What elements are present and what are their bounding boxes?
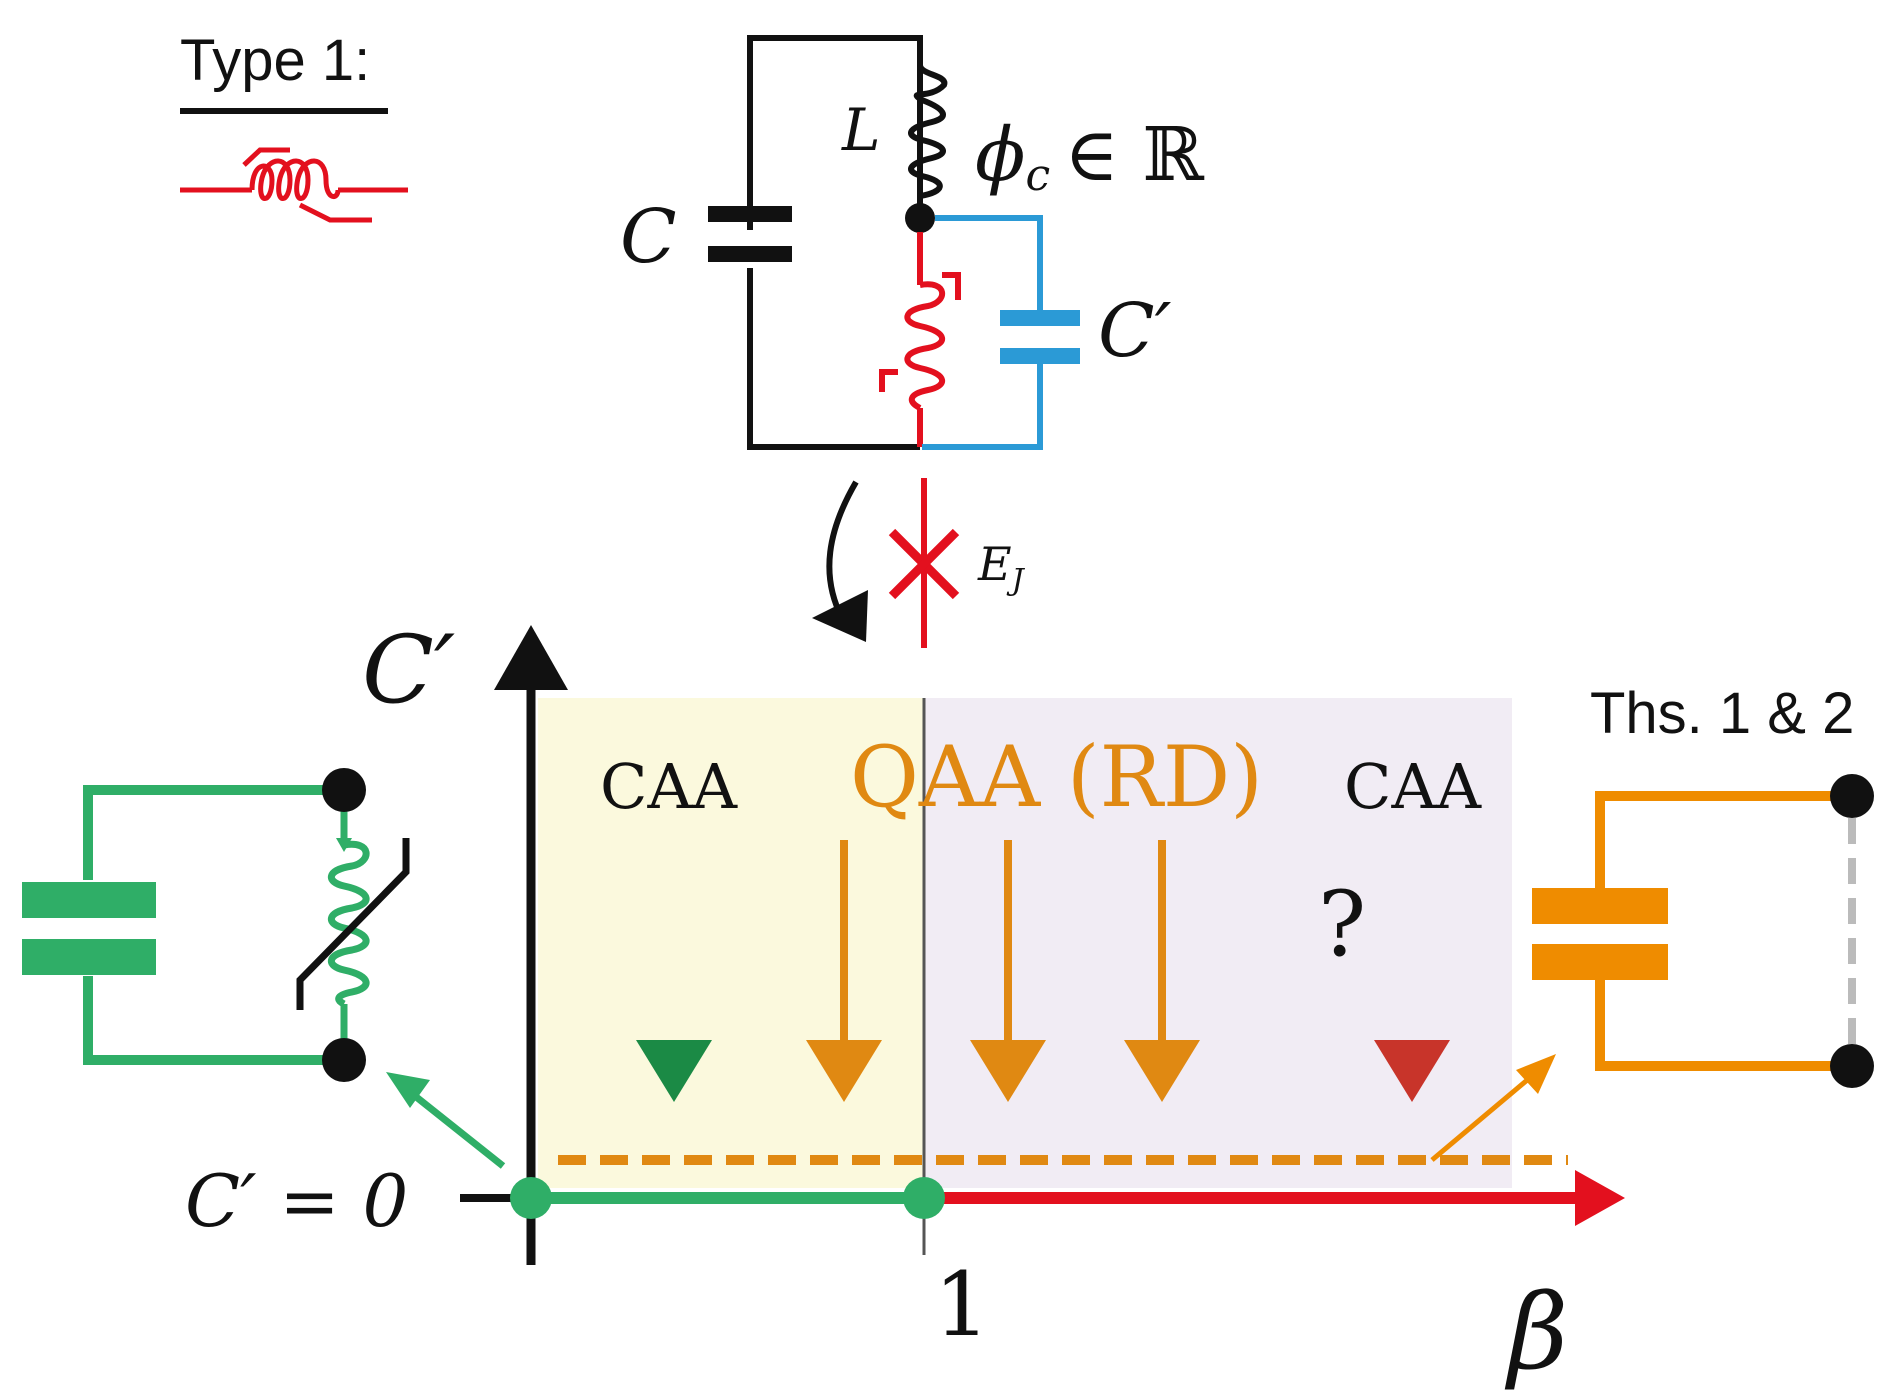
outer-loop-wire [747, 35, 923, 450]
y-axis-arrowhead-icon [494, 625, 568, 690]
flux-label: ϕc∈ ℝ [975, 112, 1204, 201]
capacitor-c-prime-label: C′ [1098, 288, 1172, 374]
green-capacitor-icon [22, 882, 156, 975]
capacitor-c-icon [708, 206, 792, 262]
region-middle-label: QAA (RD) [850, 728, 1263, 826]
inductor-l-icon [908, 64, 948, 215]
green-circuit-node-top-icon [322, 768, 366, 812]
caa-down-arrow-right-icon [1374, 840, 1450, 1102]
capacitor-c-label: C [620, 194, 677, 280]
nonlinear-inductor-icon [879, 232, 961, 447]
x-axis-label: β [1504, 1271, 1568, 1393]
curved-arrow-icon [812, 480, 868, 642]
shunt-capacitor-branch [922, 215, 1043, 450]
capacitor-c-prime-icon [1000, 310, 1080, 364]
region-left-background [538, 698, 924, 1188]
theorem-label: Ths. 1 & 2 [1590, 681, 1854, 746]
x-axis-arrowhead-icon [1575, 1170, 1625, 1226]
orange-pointer-arrow-icon [1430, 1054, 1556, 1162]
inductor-l-label: L [841, 96, 881, 164]
legend-heading: Type 1: [180, 28, 370, 93]
origin-point-icon [510, 1177, 552, 1219]
josephson-junction-icon [888, 478, 960, 648]
legend: Type 1: [180, 28, 408, 223]
beta-one-point-icon [903, 1177, 945, 1219]
qaa-down-arrow-3-icon [1124, 840, 1200, 1102]
orange-capacitor-icon [1532, 888, 1668, 980]
y-tick-label: C′ = 0 [185, 1159, 408, 1243]
circuit-node-icon [905, 203, 935, 233]
circuit-schematic: C L ϕc∈ ℝ C′ [620, 35, 1204, 450]
green-circuit-node-bottom-icon [322, 1038, 366, 1082]
caa-down-arrow-left-icon [636, 840, 712, 1102]
region-right-label: CAA [1344, 750, 1482, 823]
qaa-down-arrow-2-icon [970, 840, 1046, 1102]
orange-circuit-node-top-icon [1830, 774, 1874, 818]
green-inductor-arrowhead-icon [336, 838, 352, 852]
orange-circuit-node-bottom-icon [1830, 1044, 1874, 1088]
green-lc-circuit [22, 768, 410, 1082]
region-left-label: CAA [600, 750, 738, 823]
green-inductor-slash-icon [296, 838, 410, 1010]
junction-energy-label: EJ [977, 537, 1026, 598]
x-tick-label: 1 [934, 1253, 990, 1356]
qaa-down-arrow-1-icon [806, 840, 882, 1102]
green-pointer-arrow-icon [386, 1072, 506, 1169]
y-axis [494, 625, 568, 1265]
unknown-mark: ? [1318, 872, 1366, 977]
orange-capacitor-circuit [1532, 774, 1874, 1088]
y-axis-label: C′ [362, 616, 455, 725]
nonlinear-inductor-symbol-icon [180, 147, 408, 223]
